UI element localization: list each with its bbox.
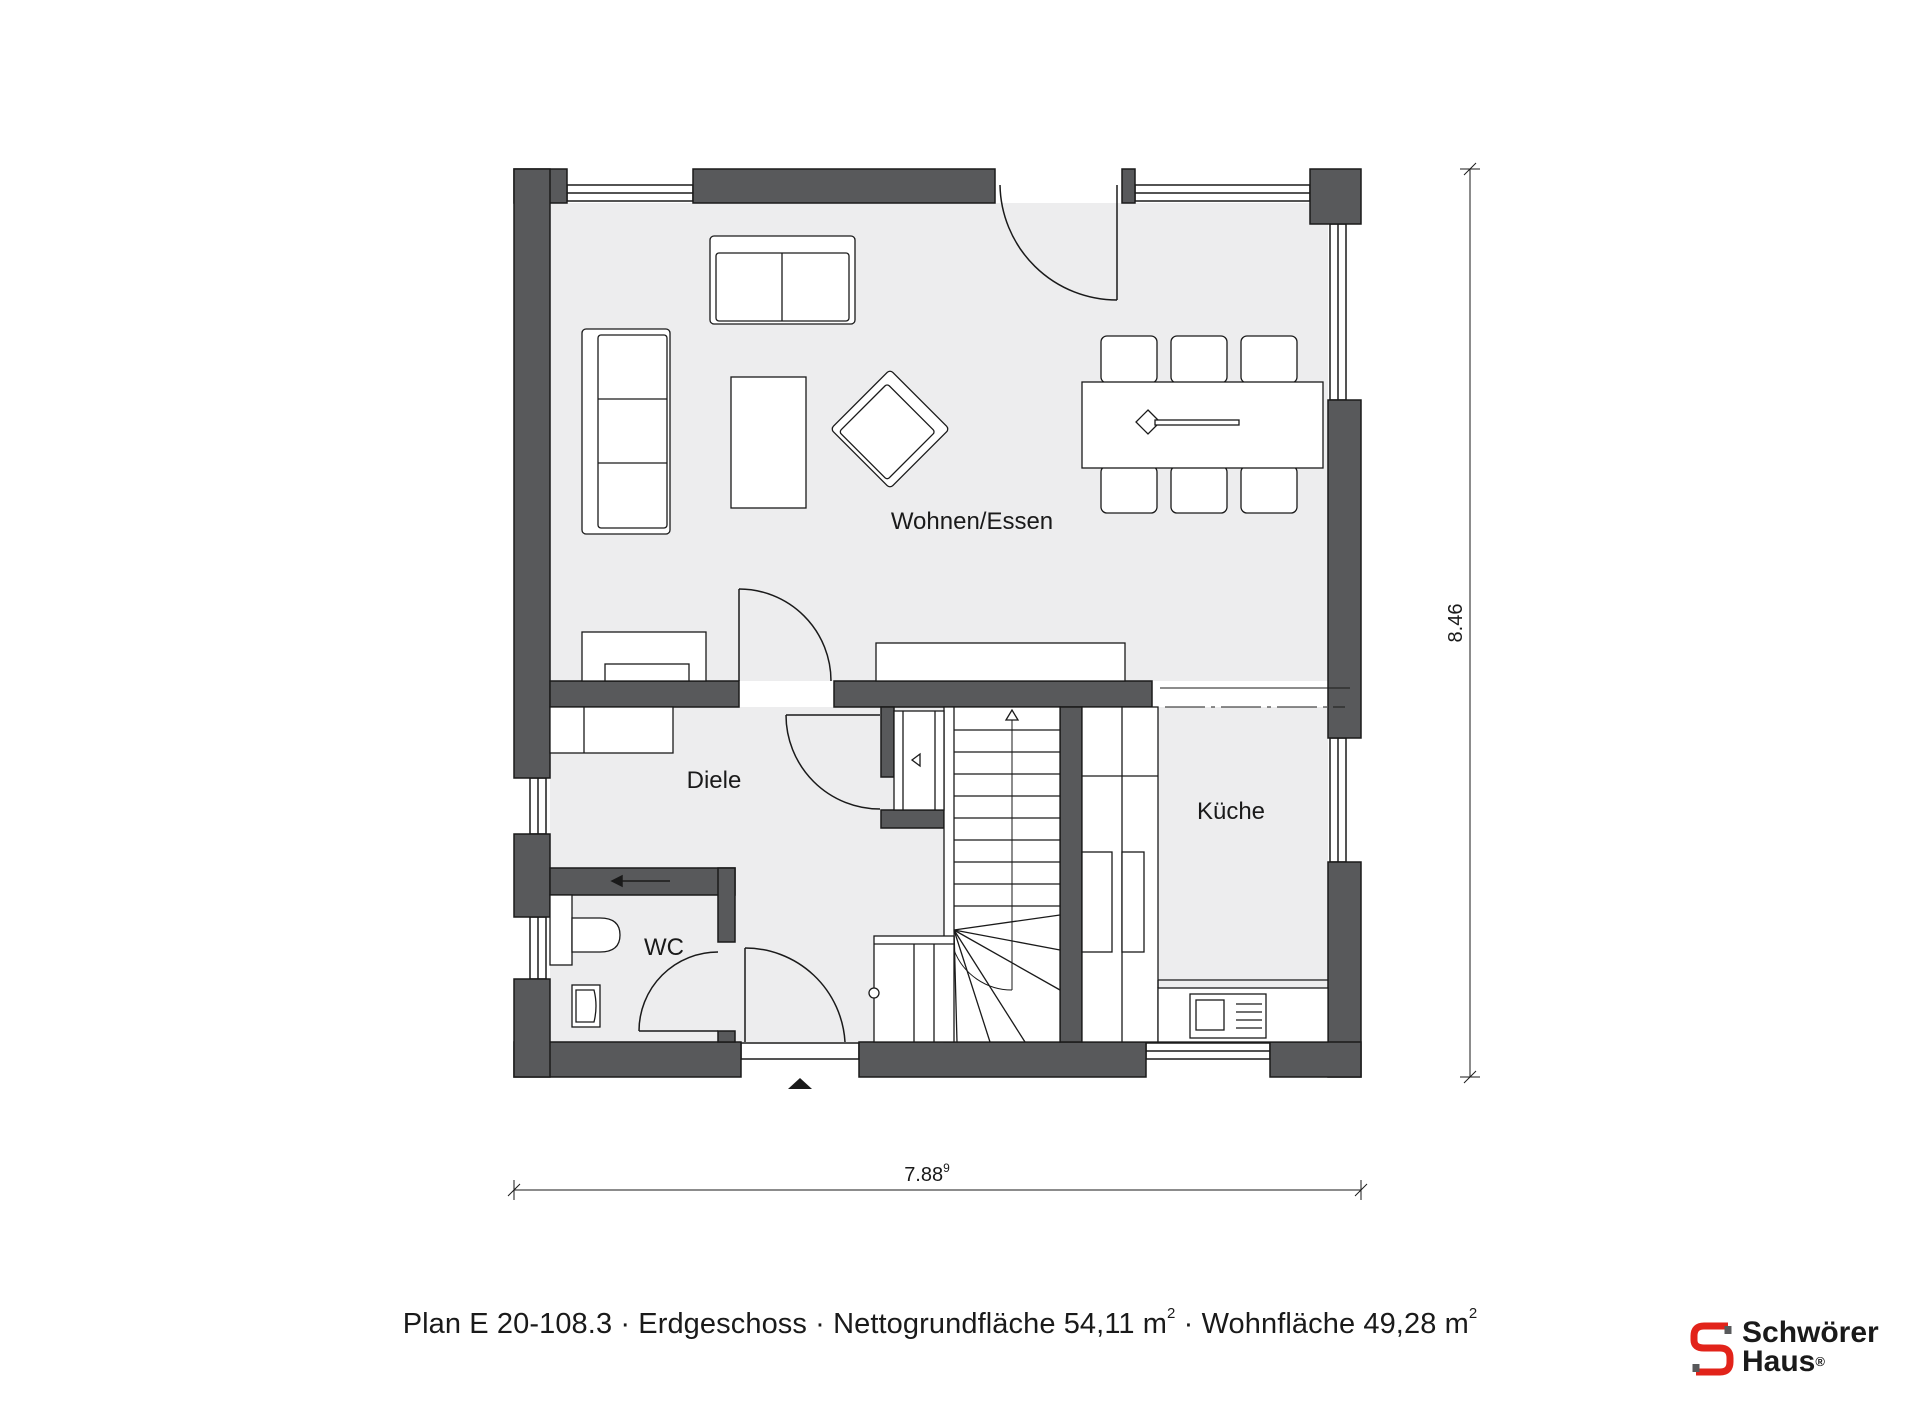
wall-west-2	[513, 833, 551, 918]
door-wc	[638, 951, 719, 1032]
caption-net-area: Nettogrundfläche 54,11 m	[833, 1308, 1168, 1340]
wall-south-mid	[858, 1041, 1147, 1078]
kitchen-units	[1081, 706, 1329, 1043]
caption-sep-3: ·	[1175, 1308, 1202, 1340]
coffee-table	[730, 376, 807, 509]
dimension-width: 7.889	[904, 1161, 950, 1186]
room-label-kitchen: Küche	[1197, 798, 1265, 825]
wall-south-right	[1269, 1041, 1362, 1078]
wall-east-2	[1327, 861, 1362, 1078]
logo-line-2: Haus®	[1742, 1345, 1879, 1378]
wall-north-right	[1309, 168, 1362, 225]
door-closet	[785, 714, 881, 810]
door-entrance	[744, 947, 846, 1043]
wall-int-wc-right-b	[717, 1030, 736, 1043]
door-terrace	[999, 184, 1118, 301]
wall-int-kitchen	[1059, 706, 1083, 1043]
caption-sep-2: ·	[807, 1308, 834, 1340]
dimension-width-value: 7.88	[904, 1164, 943, 1186]
logo-line-2-text: Haus	[1742, 1345, 1816, 1378]
wall-int-wc-right	[717, 867, 736, 943]
wall-int-living-hall-right	[833, 680, 1153, 708]
tv-bench	[875, 642, 1126, 682]
caption-sep-1: ·	[612, 1308, 639, 1340]
toilet-icon	[571, 917, 621, 953]
caption-plan: Plan E 20-108.3	[402, 1308, 613, 1340]
wall-int-stair-left	[880, 706, 895, 778]
door-living	[738, 588, 832, 682]
plan-caption: Plan E 20-108.3 · Erdgeschoss · Nettogru…	[0, 1305, 1880, 1341]
caption-living-area: Wohnfläche 49,28 m	[1201, 1308, 1469, 1340]
armchair	[831, 370, 949, 488]
wall-north-mid	[692, 168, 996, 204]
caption-unit-sup-1: 2	[1167, 1305, 1176, 1322]
dimension-width-sup: 9	[943, 1161, 950, 1175]
sideboard	[581, 631, 707, 682]
door-south-threshold	[740, 1042, 860, 1060]
caption-floor: Erdgeschoss	[638, 1308, 807, 1340]
ventilation-arrow-icon	[610, 874, 670, 888]
wall-west-3	[513, 978, 551, 1078]
washbasin-icon	[575, 989, 597, 1023]
room-label-wc: WC	[644, 934, 684, 961]
room-label-living: Wohnen/Essen	[891, 508, 1053, 535]
staircase	[868, 706, 1061, 1043]
wc-fixtures	[549, 894, 621, 1028]
logo-registered-mark: ®	[1815, 1354, 1825, 1369]
closet	[893, 710, 945, 811]
kitchen-boundary	[1160, 687, 1350, 708]
caption-unit-sup-2: 2	[1468, 1305, 1478, 1322]
hall-wardrobe	[549, 706, 674, 754]
sofa-top	[709, 235, 856, 325]
doors	[638, 184, 1118, 1043]
wall-east-1	[1327, 399, 1362, 739]
dimension-lines	[507, 162, 1480, 1200]
wall-west-1	[513, 168, 551, 779]
sofa-left	[581, 328, 671, 535]
entrance-arrow-icon	[788, 1078, 812, 1089]
logo-mark-icon	[1690, 1322, 1734, 1376]
dining-table	[1081, 335, 1324, 514]
dimension-height: 8.46	[1445, 604, 1467, 643]
logo-line-1: Schwörer	[1742, 1316, 1879, 1349]
wall-int-living-hall-left	[549, 680, 740, 708]
wall-south-left	[513, 1041, 742, 1078]
walls	[513, 168, 1362, 1078]
wall-north-post	[1121, 168, 1136, 204]
wall-int-stair-left-b	[880, 809, 945, 829]
furniture-living	[549, 235, 1324, 754]
room-label-hall: Diele	[687, 767, 742, 794]
